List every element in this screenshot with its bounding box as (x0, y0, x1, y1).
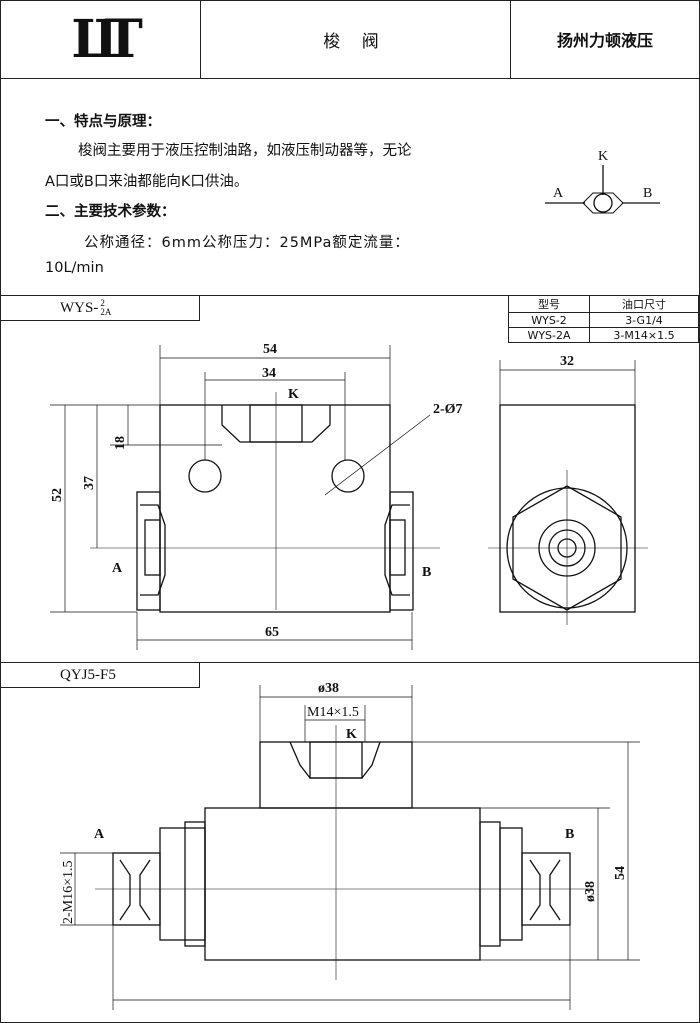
company-name: 扬州力顿液压 (556, 31, 653, 50)
model1-front-view: 54 34 K 2-Ø7 18 37 52 A B 65 (50, 342, 463, 650)
table-cell: 3-M14×1.5 (589, 327, 699, 343)
dim-m14: M14×1.5 (307, 705, 359, 720)
table-header-row: 型号 油口尺寸 (508, 295, 699, 313)
table-header: 型号 (508, 295, 590, 313)
symbol-a: A (553, 186, 564, 201)
section1-line2: A口或B口来油都能向K口供油。 (45, 174, 249, 190)
params-line2: 10L/min (45, 260, 104, 276)
dim-phi38: ø38 (318, 681, 339, 696)
symbol-k: K (598, 149, 608, 164)
shuttle-valve-symbol: K A B (545, 149, 660, 214)
port-b-label: B (422, 565, 431, 580)
port-b-label: B (565, 827, 574, 842)
dim-2-m16: 2-M16×1.5 (61, 860, 76, 924)
title-cell: 梭 阀 (200, 0, 511, 79)
model2-front-view: ø38 M14×1.5 K A B 2-M16×1.5 ø38 54 (60, 681, 640, 1010)
section1-heading: 一、特点与原理： (45, 114, 161, 130)
model2-label: QYJ5-F5 (0, 662, 200, 688)
divider (0, 295, 700, 296)
model2-label-text: QYJ5-F5 (60, 666, 116, 683)
params-line1: 公称通径：6mm公称压力：25MPa额定流量： (84, 235, 410, 251)
table-row: WYS-2A 3-M14×1.5 (508, 327, 699, 343)
port-a-label: A (94, 827, 105, 842)
company-cell: 扬州力顿液压 (510, 0, 700, 79)
page-title: 梭 阀 (323, 31, 387, 52)
model1-label-main: WYS- (60, 299, 99, 316)
model1-label-sub: 2A (100, 307, 112, 317)
model1-side-view: 32 (488, 354, 648, 625)
logo-cell: LIT (0, 0, 201, 79)
dim-37: 37 (82, 476, 97, 490)
dim-phi38-vertical: ø38 (583, 881, 598, 902)
dim-34: 34 (262, 366, 276, 381)
dim-54: 54 (263, 342, 277, 357)
section2-heading: 二、主要技术参数： (45, 204, 176, 220)
dim-65: 65 (265, 625, 279, 640)
dim-2-phi7: 2-Ø7 (433, 402, 463, 417)
port-k-label: K (288, 387, 299, 402)
port-a-label: A (112, 561, 123, 576)
section1-line1: 梭阀主要用于液压控制油路，如液压制动器等，无论 (78, 143, 412, 159)
port-k-label: K (346, 727, 357, 742)
port-size-table: 型号 油口尺寸 WYS-2 3-G1/4 WYS-2A 3-M14×1.5 (508, 295, 699, 343)
divider (0, 662, 700, 663)
dim-54: 54 (613, 866, 628, 880)
symbol-b: B (643, 186, 652, 201)
dim-18: 18 (113, 436, 128, 450)
model1-label-sup: 2 (100, 298, 105, 308)
table-cell: WYS-2A (508, 327, 590, 343)
model1-label: WYS- 2 2A (0, 295, 200, 321)
dim-32: 32 (560, 354, 574, 369)
dim-52: 52 (50, 488, 65, 502)
